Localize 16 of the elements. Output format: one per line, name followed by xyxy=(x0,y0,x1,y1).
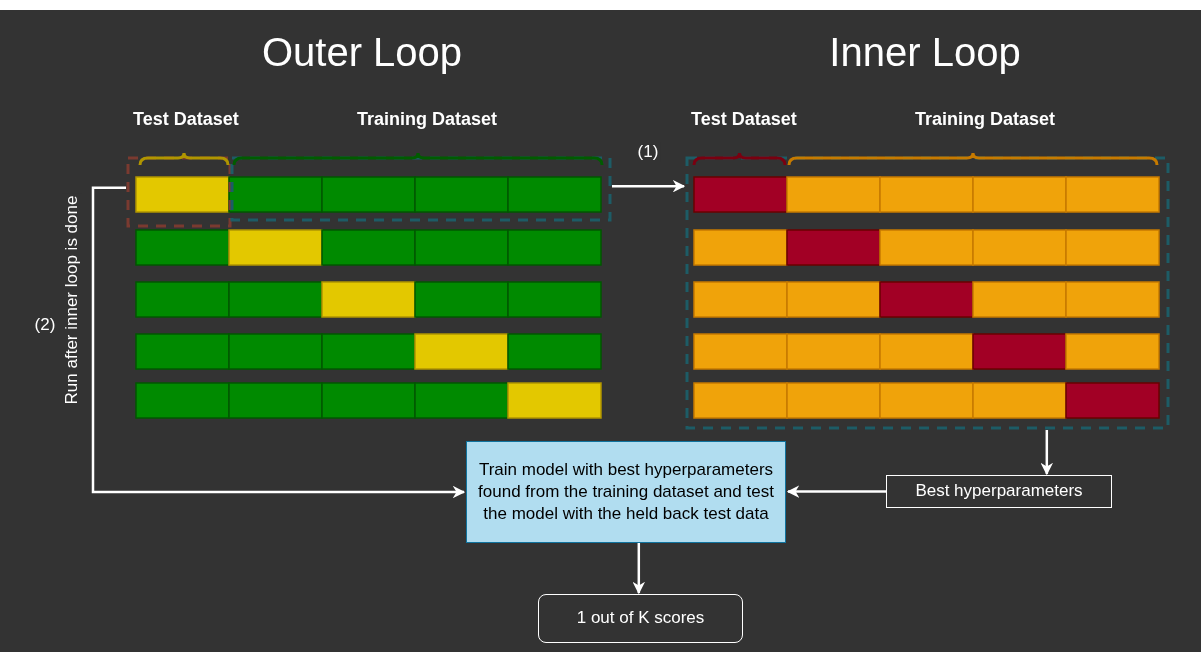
section-heading: Inner Loop xyxy=(829,30,1021,75)
step-number: (2) xyxy=(34,315,56,335)
arrow xyxy=(632,543,646,595)
arrow xyxy=(786,485,886,498)
column-heading: Training Dataset xyxy=(915,109,1055,130)
column-heading: Training Dataset xyxy=(357,109,497,130)
edge-label: (1) xyxy=(635,142,661,162)
result-box: Best hyperparameters xyxy=(886,475,1112,508)
arrow xyxy=(612,179,686,193)
arrow xyxy=(1040,430,1054,476)
arrow xyxy=(91,186,466,499)
section-heading: Outer Loop xyxy=(261,30,463,75)
process-box: Train model with best hyperparameters found from the training dataset and test the model with the held back test data xyxy=(466,441,786,543)
column-heading: Test Dataset xyxy=(133,109,239,130)
result-box: 1 out of K scores xyxy=(538,594,743,643)
column-heading: Test Dataset xyxy=(691,109,797,130)
